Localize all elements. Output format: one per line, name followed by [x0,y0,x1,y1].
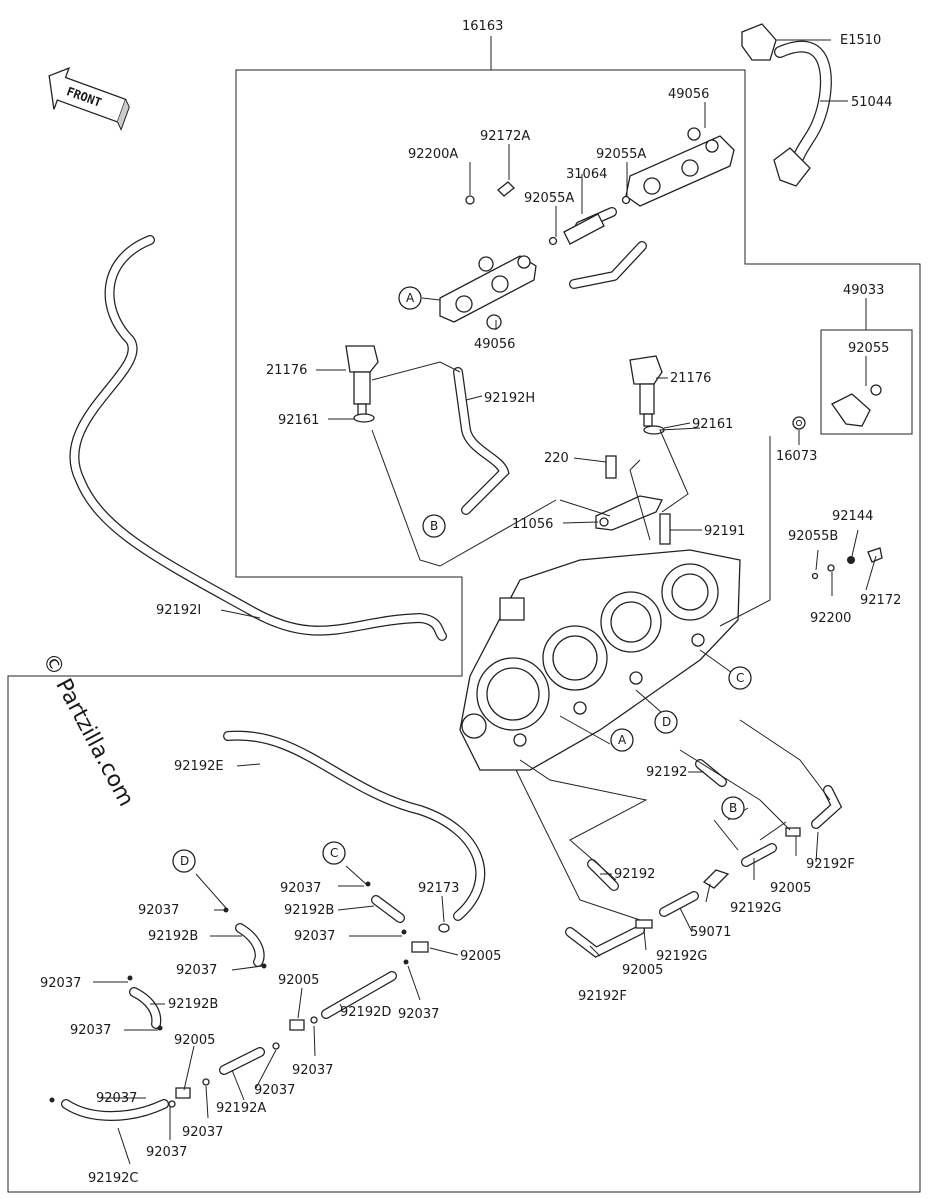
label-92037-e2: 92037 [70,1023,111,1038]
ref-marker-d-bot [172,849,196,873]
label-92037-m2: 92037 [292,1063,333,1078]
ref-marker-c-top [728,666,752,690]
label-92161-left: 92161 [278,413,319,428]
label-51044: 51044 [851,95,892,110]
label-16163: 16163 [462,19,503,34]
fuel-delivery-pipe [563,207,647,289]
label-e1510: E1510 [840,33,881,48]
label-92037-m1: 92037 [398,1007,439,1022]
label-92037-f1: 92037 [182,1125,223,1140]
front-direction-arrow: FRONT [48,66,130,131]
label-92055a-right: 92055A [596,147,646,162]
label-92144: 92144 [832,509,873,524]
label-92037-d2: 92037 [176,963,217,978]
label-92037-f3: 92037 [146,1145,187,1160]
ref-a-top: A [406,291,415,305]
label-92192f-left: 92192F [578,989,627,1004]
ref-marker-a-top [398,286,422,310]
label-92192g-right: 92192G [730,901,781,916]
reference-markers: A B C D A B C D [172,286,752,873]
label-92192a: 92192A [216,1101,266,1116]
label-92192c: 92192C [88,1171,138,1186]
label-92055b: 92055B [788,529,838,544]
hose-cluster-left [49,881,450,1121]
label-31064: 31064 [566,167,607,182]
label-92037-m3: 92037 [254,1083,295,1098]
label-92200: 92200 [810,611,851,626]
label-92037-f2: 92037 [96,1091,137,1106]
frame-lines [7,36,921,1193]
label-92192f-right: 92192F [806,857,855,872]
label-92037-e1: 92037 [40,976,81,991]
screw-set-right [811,547,883,580]
rail-fasteners [465,181,631,246]
label-92192b-e: 92192B [168,997,218,1012]
label-92192-low: 92192 [614,867,655,882]
label-92005-mid: 92005 [460,949,501,964]
label-21176-left: 21176 [266,363,307,378]
label-92172: 92172 [860,593,901,608]
ref-b-top: B [430,519,438,533]
fuel-rail-upper [625,127,735,207]
ref-b-bot: B [729,801,737,815]
label-92200a: 92200A [408,147,458,162]
throttle-body-assembly [459,549,741,771]
label-92192b-d: 92192B [148,929,198,944]
label-92191: 92191 [704,524,745,539]
label-49056-bottom: 49056 [474,337,515,352]
ref-marker-d-top [654,710,678,734]
fuel-hose-51044 [741,23,832,187]
label-92192g-left: 92192G [656,949,707,964]
label-92037-c1: 92037 [280,881,321,896]
part-labels: 16163 E1510 51044 49056 92172A 92200A 92… [40,19,901,1186]
label-92192-mid: 92192 [646,765,687,780]
ref-marker-b-bot [721,796,745,820]
injector-left [345,345,379,423]
label-92005-d: 92005 [278,973,319,988]
partzilla-watermark: © Partzilla.com [37,649,139,811]
label-92192d: 92192D [340,1005,391,1020]
bracket-11056 [595,455,671,545]
ref-marker-b-top [422,514,446,538]
ref-a-bot: A [618,733,627,747]
label-92037-c2: 92037 [294,929,335,944]
fuel-rail-lower [439,255,537,330]
label-49056-top: 49056 [668,87,709,102]
ref-c-top: C [736,671,744,685]
label-92055a-left: 92055A [524,191,574,206]
label-92037-d1: 92037 [138,903,179,918]
label-92192b-c: 92192B [284,903,334,918]
pressure-regulator [792,384,882,430]
label-11056: 11056 [512,517,553,532]
label-92192i: 92192I [156,603,201,618]
label-49033: 49033 [843,283,884,298]
hose-92192e [223,730,486,921]
hose-92192h [453,367,510,515]
ref-d-top: D [662,715,671,729]
label-92005-e: 92005 [174,1033,215,1048]
ref-d-bot: D [180,854,189,868]
label-92172a: 92172A [480,129,530,144]
label-92192h: 92192H [484,391,535,406]
label-59071: 59071 [690,925,731,940]
ref-marker-c-bot [322,841,346,865]
label-92055: 92055 [848,341,889,356]
label-21176-right: 21176 [670,371,711,386]
leader-lines [93,39,877,1165]
label-92173: 92173 [418,881,459,896]
injector-right [629,355,665,435]
label-92005-right: 92005 [770,881,811,896]
hose-92192i [69,235,447,641]
label-92005-center: 92005 [622,963,663,978]
ref-marker-a-bot [610,728,634,752]
label-16073: 16073 [776,449,817,464]
label-92192e: 92192E [174,759,224,774]
label-220: 220 [544,451,569,466]
ref-c-bot: C [330,846,338,860]
label-92161-right: 92161 [692,417,733,432]
